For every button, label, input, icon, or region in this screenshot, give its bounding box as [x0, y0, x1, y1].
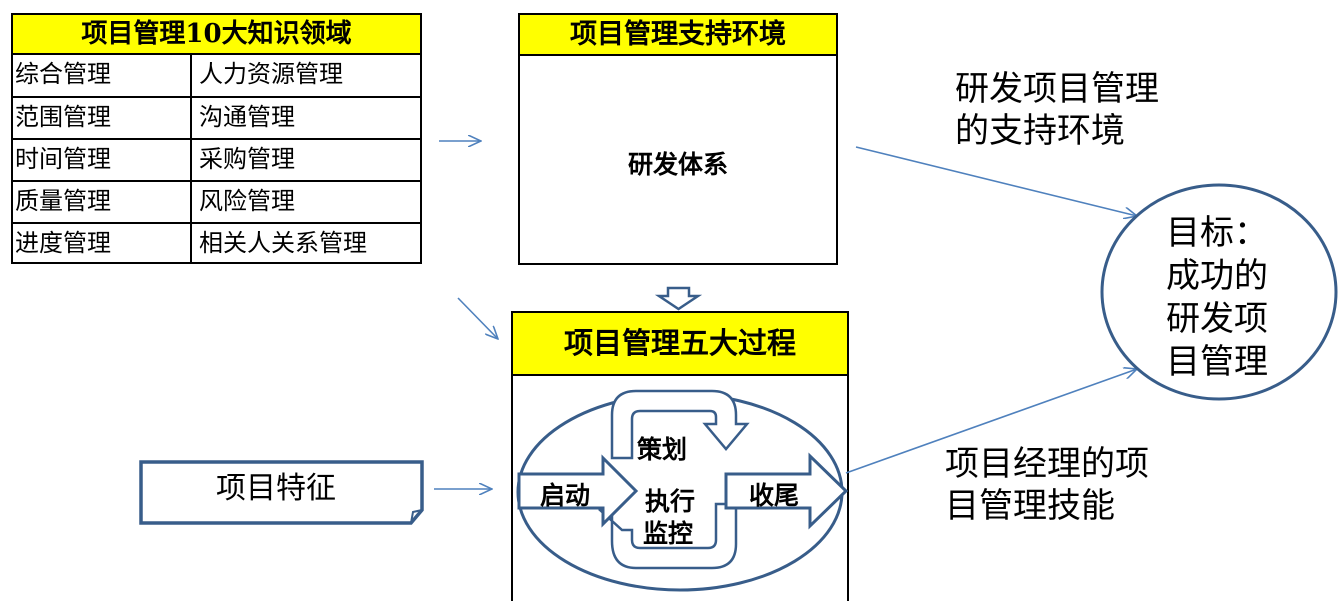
process-monitor-label: 监控	[643, 519, 694, 548]
project-feature-label: 项目特征	[216, 471, 336, 506]
table-cell: 综合管理	[15, 60, 111, 88]
table-row: 时间管理 采购管理	[13, 138, 420, 180]
goal-line1: 目标：	[1166, 213, 1268, 253]
arrow-process-to-goal	[845, 369, 1137, 474]
table-cell: 范围管理	[15, 103, 111, 131]
table-cell: 沟通管理	[199, 103, 295, 131]
down-arrow-icon	[654, 286, 703, 311]
table-cell: 进度管理	[15, 229, 111, 257]
table-cell: 质量管理	[15, 187, 111, 215]
process-title: 项目管理五大过程	[513, 313, 847, 376]
process-close-label: 收尾	[749, 481, 800, 510]
project-feature-shape	[139, 460, 424, 525]
goal-line3: 研发项	[1166, 299, 1268, 339]
folded-corner-icon	[410, 509, 423, 524]
table-cell: 风险管理	[199, 187, 295, 215]
cycle-arrow-top-icon	[610, 389, 750, 460]
arrow-table-to-process	[457, 297, 498, 339]
support-env-note-line1: 研发项目管理	[955, 69, 1159, 109]
process-box: 项目管理五大过程	[511, 311, 849, 601]
table-column-divider	[190, 55, 192, 262]
goal-ellipse	[1100, 183, 1338, 401]
support-env-note-line2: 的支持环境	[955, 111, 1125, 151]
table-cell: 采购管理	[199, 145, 295, 173]
table-cell: 人力资源管理	[199, 60, 343, 88]
pm-skill-note-line2: 目管理技能	[945, 486, 1115, 526]
pm-skill-note-line1: 项目经理的项	[945, 444, 1149, 484]
arrow-env-to-goal	[855, 146, 1137, 216]
close-arrow-icon	[724, 452, 849, 530]
process-execute-label: 执行	[645, 487, 696, 516]
support-env-title: 项目管理支持环境	[520, 15, 836, 56]
support-env-box: 项目管理支持环境 研发体系	[518, 13, 838, 265]
table-row: 范围管理 沟通管理	[13, 96, 420, 138]
start-arrow-icon	[517, 454, 639, 528]
process-plan-label: 策划	[637, 435, 688, 464]
table-row: 质量管理 风险管理	[13, 180, 420, 222]
goal-line4: 目管理	[1166, 342, 1268, 382]
table-row: 进度管理 相关人关系管理	[13, 222, 420, 264]
table-row: 综合管理 人力资源管理	[13, 55, 420, 97]
table-cell: 时间管理	[15, 145, 111, 173]
knowledge-areas-table: 项目管理10大知识领域 综合管理 人力资源管理 范围管理 沟通管理 时间管理 采…	[11, 13, 422, 264]
goal-line2: 成功的	[1166, 256, 1268, 296]
support-env-body: 研发体系	[627, 150, 728, 179]
knowledge-areas-title: 项目管理10大知识领域	[13, 15, 420, 55]
process-start-label: 启动	[540, 481, 591, 510]
table-cell: 相关人关系管理	[199, 229, 367, 257]
